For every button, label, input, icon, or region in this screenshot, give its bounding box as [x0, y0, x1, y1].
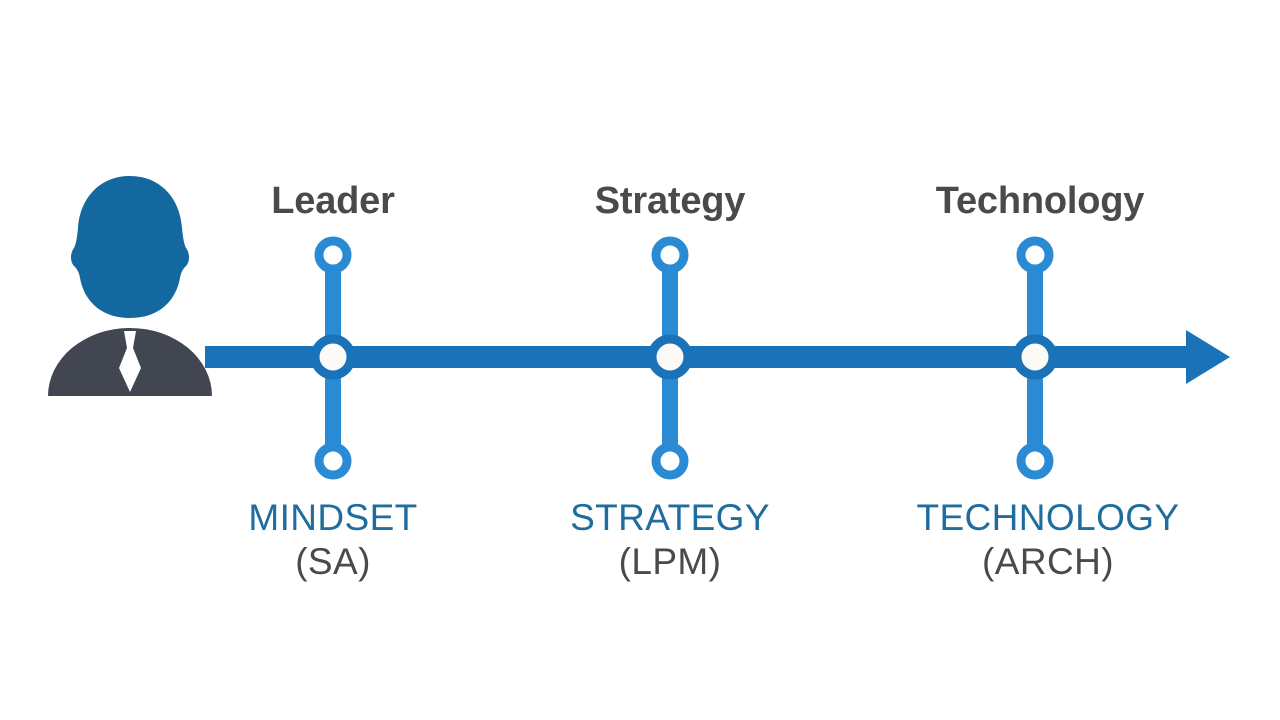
person-tie-shape	[119, 331, 141, 392]
pillar-technology-center-node[interactable]	[1012, 334, 1058, 380]
pillar-mindset-top-node[interactable]	[314, 236, 352, 274]
pillar-strategy-term: STRATEGY	[570, 497, 770, 538]
pillar-mindset-bottom-label: MINDSET (SA)	[248, 498, 417, 582]
pillar-technology-bottom-node[interactable]	[1016, 442, 1054, 480]
pillar-technology-term: TECHNOLOGY	[916, 497, 1180, 538]
pillar-technology-lower-stem	[1027, 355, 1043, 462]
pillar-mindset-bottom-node[interactable]	[314, 442, 352, 480]
pillar-technology-bottom-label: TECHNOLOGY (ARCH)	[916, 498, 1179, 582]
pillar-mindset-top-heading: Leader	[271, 180, 395, 222]
pillar-strategy-top-heading: Strategy	[594, 180, 746, 222]
pillar-strategy-center-node[interactable]	[647, 334, 693, 380]
pillar-mindset-center-node[interactable]	[310, 334, 356, 380]
pillar-technology-upper-stem	[1027, 255, 1043, 360]
pillar-technology-top-node[interactable]	[1016, 236, 1054, 274]
pillar-technology[interactable]	[1012, 236, 1058, 480]
pillar-mindset-upper-stem	[325, 255, 341, 360]
pillar-strategy[interactable]	[647, 236, 693, 480]
pillar-technology-abbr: (ARCH)	[982, 540, 1114, 582]
pillar-strategy-bottom-label: STRATEGY (LPM)	[570, 498, 770, 582]
pillar-strategy-abbr: (LPM)	[618, 540, 722, 582]
pillar-mindset-abbr: (SA)	[295, 540, 371, 582]
horizontal-arrow-axis	[205, 330, 1230, 384]
person-head-shape	[71, 176, 189, 318]
axis-arrowhead	[1186, 330, 1230, 384]
axis-shaft	[205, 346, 1190, 368]
pillar-mindset[interactable]	[310, 236, 356, 480]
pillar-strategy-top-node[interactable]	[651, 236, 689, 274]
leader-person-icon	[48, 176, 212, 396]
pillar-strategy-upper-stem	[662, 255, 678, 360]
pillar-mindset-term: MINDSET	[248, 497, 418, 538]
pillar-strategy-lower-stem	[662, 355, 678, 462]
pillar-mindset-lower-stem	[325, 355, 341, 462]
pillar-technology-top-heading: Technology	[935, 180, 1145, 222]
pillar-strategy-bottom-node[interactable]	[651, 442, 689, 480]
